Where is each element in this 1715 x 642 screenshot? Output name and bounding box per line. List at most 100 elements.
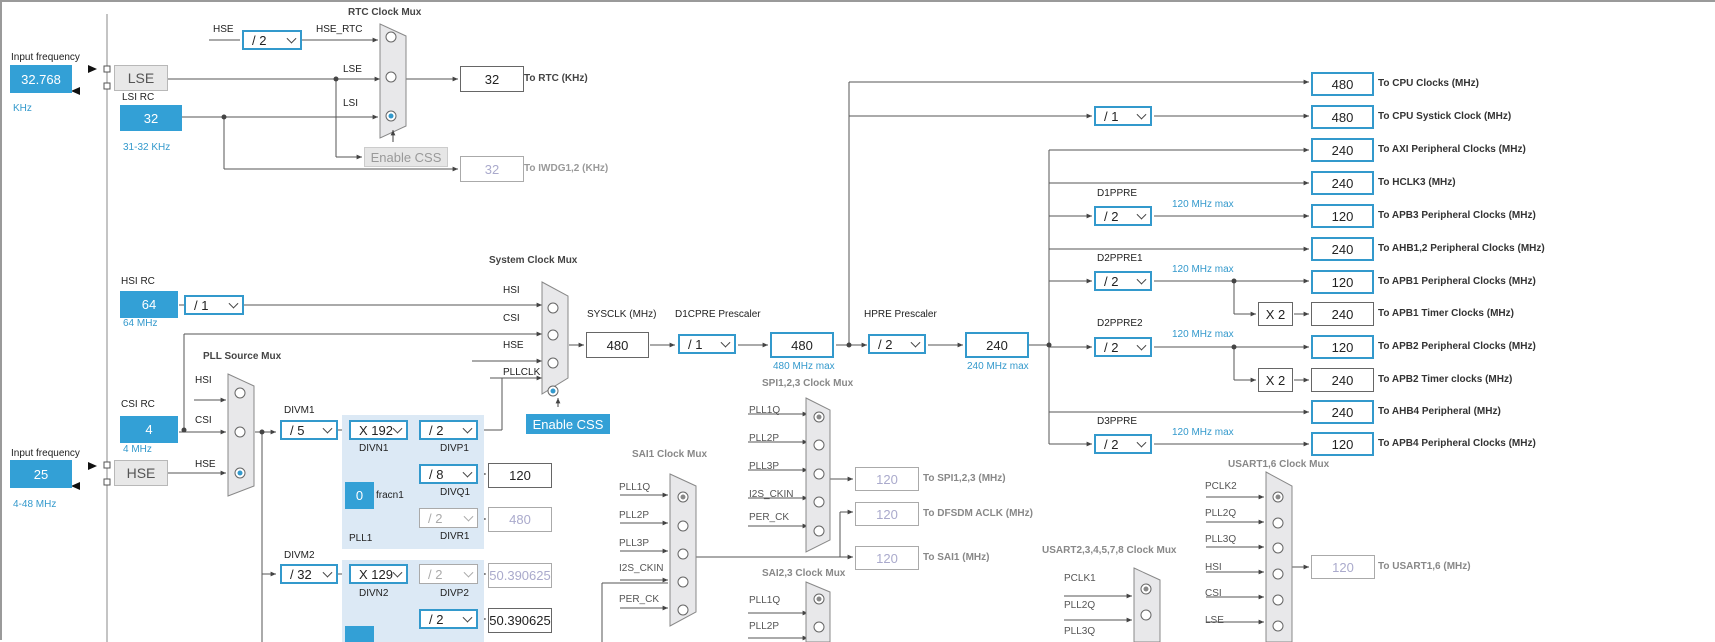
usart16-output-label: To USART1,6 (MHz) [1378, 561, 1471, 572]
divp2-value: / 2 [428, 566, 443, 582]
csi-rc-value: 4 [120, 416, 178, 443]
hclk-value[interactable]: 240 [965, 332, 1029, 358]
chevron-down-icon [392, 567, 403, 578]
divq1-value: / 8 [429, 466, 444, 482]
output-apb2-timer-value[interactable]: 240 [1311, 368, 1374, 392]
output-hclk3-value[interactable]: 240 [1311, 171, 1374, 195]
output-apb3-value[interactable]: 120 [1311, 204, 1374, 228]
sai1-mux-title: SAI1 Clock Mux [632, 449, 708, 460]
systick-divider[interactable]: / 1 [1094, 106, 1152, 126]
d3ppre-label: D3PPRE [1097, 416, 1138, 427]
output-ahb12-label: To AHB1,2 Peripheral Clocks (MHz) [1378, 243, 1545, 254]
hsi-rc-label: HSI RC [121, 276, 155, 287]
hse-range: 4-48 MHz [13, 499, 57, 510]
divr1-value: / 2 [428, 510, 443, 526]
fracn1-value[interactable]: 0 [345, 482, 374, 509]
output-cpu-label: To CPU Clocks (MHz) [1378, 78, 1479, 89]
divr1-select[interactable]: / 2 [419, 508, 478, 528]
d2ppre1-select[interactable]: / 2 [1094, 271, 1152, 291]
output-apb4-value[interactable]: 120 [1311, 432, 1374, 456]
hpre-label: HPRE Prescaler [864, 309, 937, 320]
divm1-select[interactable]: / 5 [280, 420, 338, 440]
d1ppre-select[interactable]: / 2 [1094, 206, 1152, 226]
divp2-label: DIVP2 [440, 588, 469, 599]
output-ahb4-label: To AHB4 Peripheral (MHz) [1378, 406, 1501, 417]
chevron-down-icon [322, 423, 333, 434]
pll1-name: PLL1 [349, 533, 373, 544]
chevron-down-icon [910, 337, 921, 348]
system-enable-css-button[interactable]: Enable CSS [526, 414, 610, 434]
divq1-label: DIVQ1 [440, 487, 471, 498]
output-axi-label: To AXI Peripheral Clocks (MHz) [1378, 144, 1526, 155]
divn1-label: DIVN1 [359, 443, 389, 454]
divq1-select[interactable]: / 8 [419, 464, 478, 484]
cpu-clock-value[interactable]: 480 [770, 332, 834, 358]
chevron-down-icon [1136, 437, 1147, 448]
apb1-timer-multiplier: X 2 [1258, 302, 1293, 326]
rtc-hse-divider[interactable]: / 2 [242, 30, 302, 50]
divm1-value: / 5 [290, 422, 305, 438]
dfsdm-output-value: 120 [855, 502, 919, 526]
d3ppre-select[interactable]: / 2 [1094, 434, 1152, 454]
sysclk-value[interactable]: 480 [586, 332, 649, 358]
divp1-value: / 2 [429, 422, 444, 438]
divq2-select[interactable]: / 2 [419, 609, 478, 629]
output-apb1-value[interactable]: 120 [1311, 270, 1374, 294]
iwdg-output-label: To IWDG1,2 (KHz) [524, 163, 609, 174]
d2ppre2-select[interactable]: / 2 [1094, 337, 1152, 357]
divp1-select[interactable]: / 2 [419, 420, 478, 440]
hsi-freq: 64 MHz [123, 318, 158, 329]
usart16-output-value: 120 [1311, 555, 1375, 579]
output-cpu-value[interactable]: 480 [1311, 72, 1374, 96]
chevron-down-icon [392, 423, 403, 434]
rtc-hse-label: HSE [213, 24, 234, 35]
d1cpre-prescaler[interactable]: / 1 [678, 334, 736, 354]
spi-input-4: PER_CK [749, 512, 790, 523]
d2ppre1-value: / 2 [1104, 273, 1119, 289]
d2ppre2-max: 120 MHz max [1172, 329, 1234, 340]
hsi-divider[interactable]: / 1 [184, 295, 244, 315]
chevron-down-icon [463, 567, 474, 578]
cpu-max-label: 480 MHz max [773, 361, 835, 372]
output-ahb12-value[interactable]: 240 [1311, 237, 1374, 261]
usart16-input-5: LSE [1205, 615, 1224, 626]
sysmux-hse-label: HSE [503, 340, 524, 351]
output-systick-label: To CPU Systick Clock (MHz) [1378, 111, 1512, 122]
spi-input-1: PLL2P [749, 433, 780, 444]
rtc-enable-css-button[interactable]: Enable CSS [364, 147, 448, 167]
rtc-hse-divider-value: / 2 [252, 32, 267, 48]
sai1-output-value: 120 [855, 546, 919, 570]
rtc-hse-rtc-label: HSE_RTC [316, 24, 363, 35]
output-apb2-label: To APB2 Peripheral Clocks (MHz) [1378, 341, 1536, 352]
d1cpre-prescaler-value: / 1 [688, 336, 703, 352]
d3ppre-max: 120 MHz max [1172, 427, 1234, 438]
usart16-mux-title: USART1,6 Clock Mux [1228, 459, 1330, 470]
divp2-select[interactable]: / 2 [419, 564, 478, 584]
divq2-output[interactable]: 50.390625 [488, 608, 552, 633]
divn1-select[interactable]: X 192 [349, 420, 408, 440]
spi-input-0: PLL1Q [749, 405, 781, 416]
d3ppre-value: / 2 [1104, 436, 1119, 452]
lse-input-frequency[interactable]: 32.768 [10, 65, 72, 93]
sai1-input-1: PLL2P [619, 510, 650, 521]
d2ppre2-label: D2PPRE2 [1097, 318, 1143, 329]
divq1-output[interactable]: 120 [488, 463, 552, 488]
divr1-output: 480 [488, 507, 552, 532]
hpre-prescaler[interactable]: / 2 [868, 334, 926, 354]
fracn2-value[interactable] [345, 626, 374, 642]
output-apb1-timer-value[interactable]: 240 [1311, 302, 1374, 326]
hse-input-frequency[interactable]: 25 [10, 460, 72, 488]
sai1-input-0: PLL1Q [619, 482, 651, 493]
dfsdm-output-label: To DFSDM ACLK (MHz) [923, 508, 1033, 519]
pllsrc-csi-label: CSI [195, 415, 212, 426]
output-ahb4-value[interactable]: 240 [1311, 400, 1374, 424]
divn2-select[interactable]: X 129 [349, 564, 408, 584]
usart16-input-1: PLL2Q [1205, 508, 1237, 519]
sysmux-pllclk-label: PLLCLK [503, 367, 541, 378]
output-apb2-value[interactable]: 120 [1311, 335, 1374, 359]
output-axi-value[interactable]: 240 [1311, 138, 1374, 162]
output-systick-value[interactable]: 480 [1311, 105, 1374, 129]
sai23-input-1: PLL2P [749, 621, 780, 632]
pllsrc-hsi-label: HSI [195, 375, 212, 386]
divm2-select[interactable]: / 32 [280, 564, 338, 584]
